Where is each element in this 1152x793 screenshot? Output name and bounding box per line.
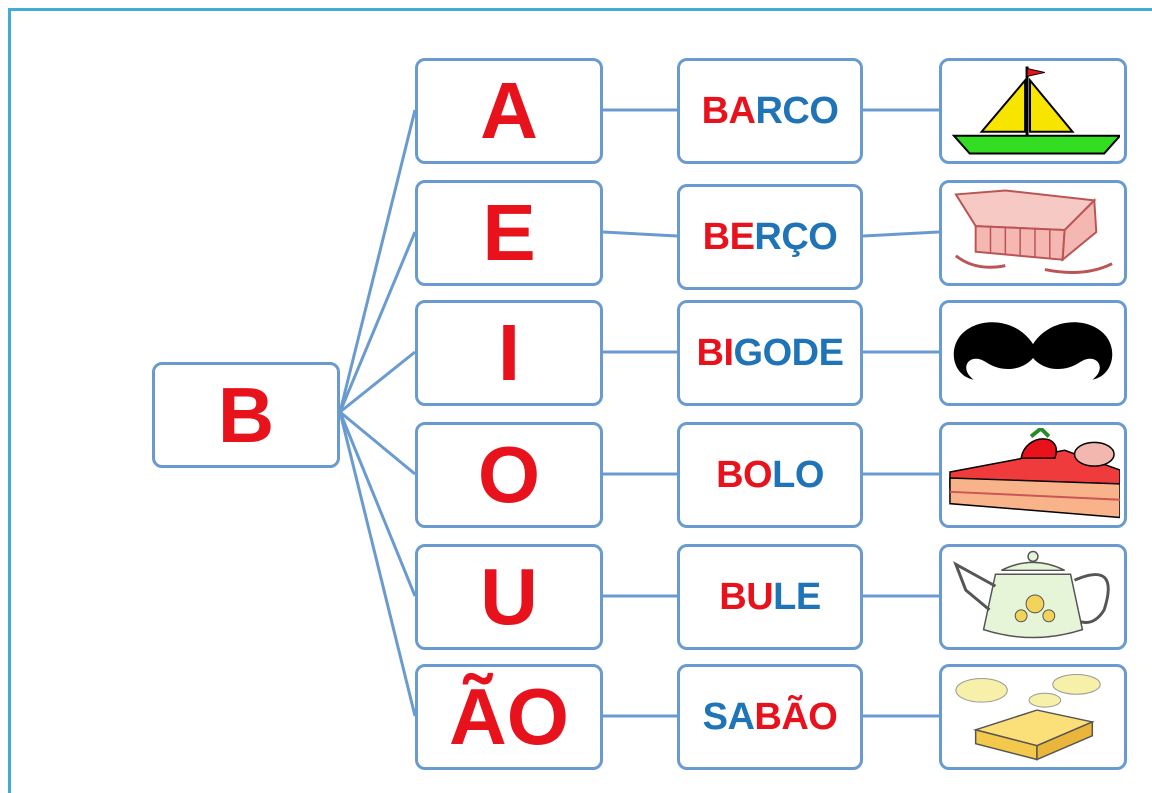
word: BULE — [719, 576, 821, 618]
picture-box-sabao — [939, 664, 1127, 770]
word-rest: LE — [773, 576, 821, 618]
connector-b-i — [339, 350, 416, 414]
connector-e-word — [602, 230, 678, 238]
connector-b-ao — [338, 411, 417, 717]
picture-box-berco — [939, 180, 1127, 286]
word: SABÃO — [703, 698, 838, 736]
word-syllable: BU — [719, 576, 774, 618]
word-rest: LO — [772, 454, 824, 496]
vowel-box-ao: ÃO — [415, 664, 603, 770]
vowel-box-a: A — [415, 58, 603, 164]
cradle-icon — [954, 189, 1113, 274]
word-syllable: BÃO — [754, 696, 838, 738]
vowel-box-e: E — [415, 180, 603, 286]
word-prefix: SA — [702, 696, 755, 738]
word-box-bolo: BOLO — [677, 422, 863, 528]
picture-box-barco — [939, 58, 1127, 164]
vowel-label: ÃO — [449, 672, 569, 761]
vowel-label: I — [497, 308, 521, 397]
word-syllable: BA — [701, 90, 756, 132]
word: BARCO — [702, 92, 839, 130]
picture-box-bigode — [939, 300, 1127, 406]
vowel-box-u: U — [415, 544, 603, 650]
word-box-berco: BERÇO — [677, 184, 863, 290]
cake-icon — [949, 428, 1120, 519]
picture-box-bule — [939, 544, 1127, 650]
word: BIGODE — [697, 334, 844, 372]
picture-box-bolo — [939, 422, 1127, 528]
word: BERÇO — [703, 218, 838, 256]
word-syllable: BI — [696, 332, 735, 374]
word-syllable: BO — [716, 454, 773, 496]
vowel-label: O — [477, 430, 541, 519]
word-box-bule: BULE — [677, 544, 863, 650]
word-rest: GODE — [733, 332, 844, 374]
word-box-sabao: SABÃO — [677, 664, 863, 770]
root-letter: B — [217, 371, 275, 459]
connector-b-a — [338, 109, 417, 413]
word-rest: RÇO — [754, 216, 838, 258]
vowel-box-i: I — [415, 300, 603, 406]
connector-b-o — [339, 410, 416, 476]
word-box-bigode: BIGODE — [677, 300, 863, 406]
vowel-box-o: O — [415, 422, 603, 528]
worksheet-frame — [8, 8, 1152, 793]
word: BOLO — [716, 456, 824, 494]
connector-b-u — [338, 411, 417, 597]
word-syllable: BE — [702, 216, 755, 258]
teapot-icon — [953, 550, 1110, 639]
vowel-label: A — [480, 66, 538, 155]
vowel-label: E — [482, 188, 536, 277]
connector-b-e — [338, 231, 417, 413]
root-letter-box: B — [152, 362, 340, 468]
soap-icon — [955, 673, 1101, 761]
mustache-icon — [953, 322, 1113, 380]
word-rest: RCO — [755, 90, 839, 132]
vowel-label: U — [480, 552, 538, 641]
connector-berco-pic — [862, 230, 940, 238]
sailboat-icon — [951, 66, 1120, 155]
word-box-barco: BARCO — [677, 58, 863, 164]
